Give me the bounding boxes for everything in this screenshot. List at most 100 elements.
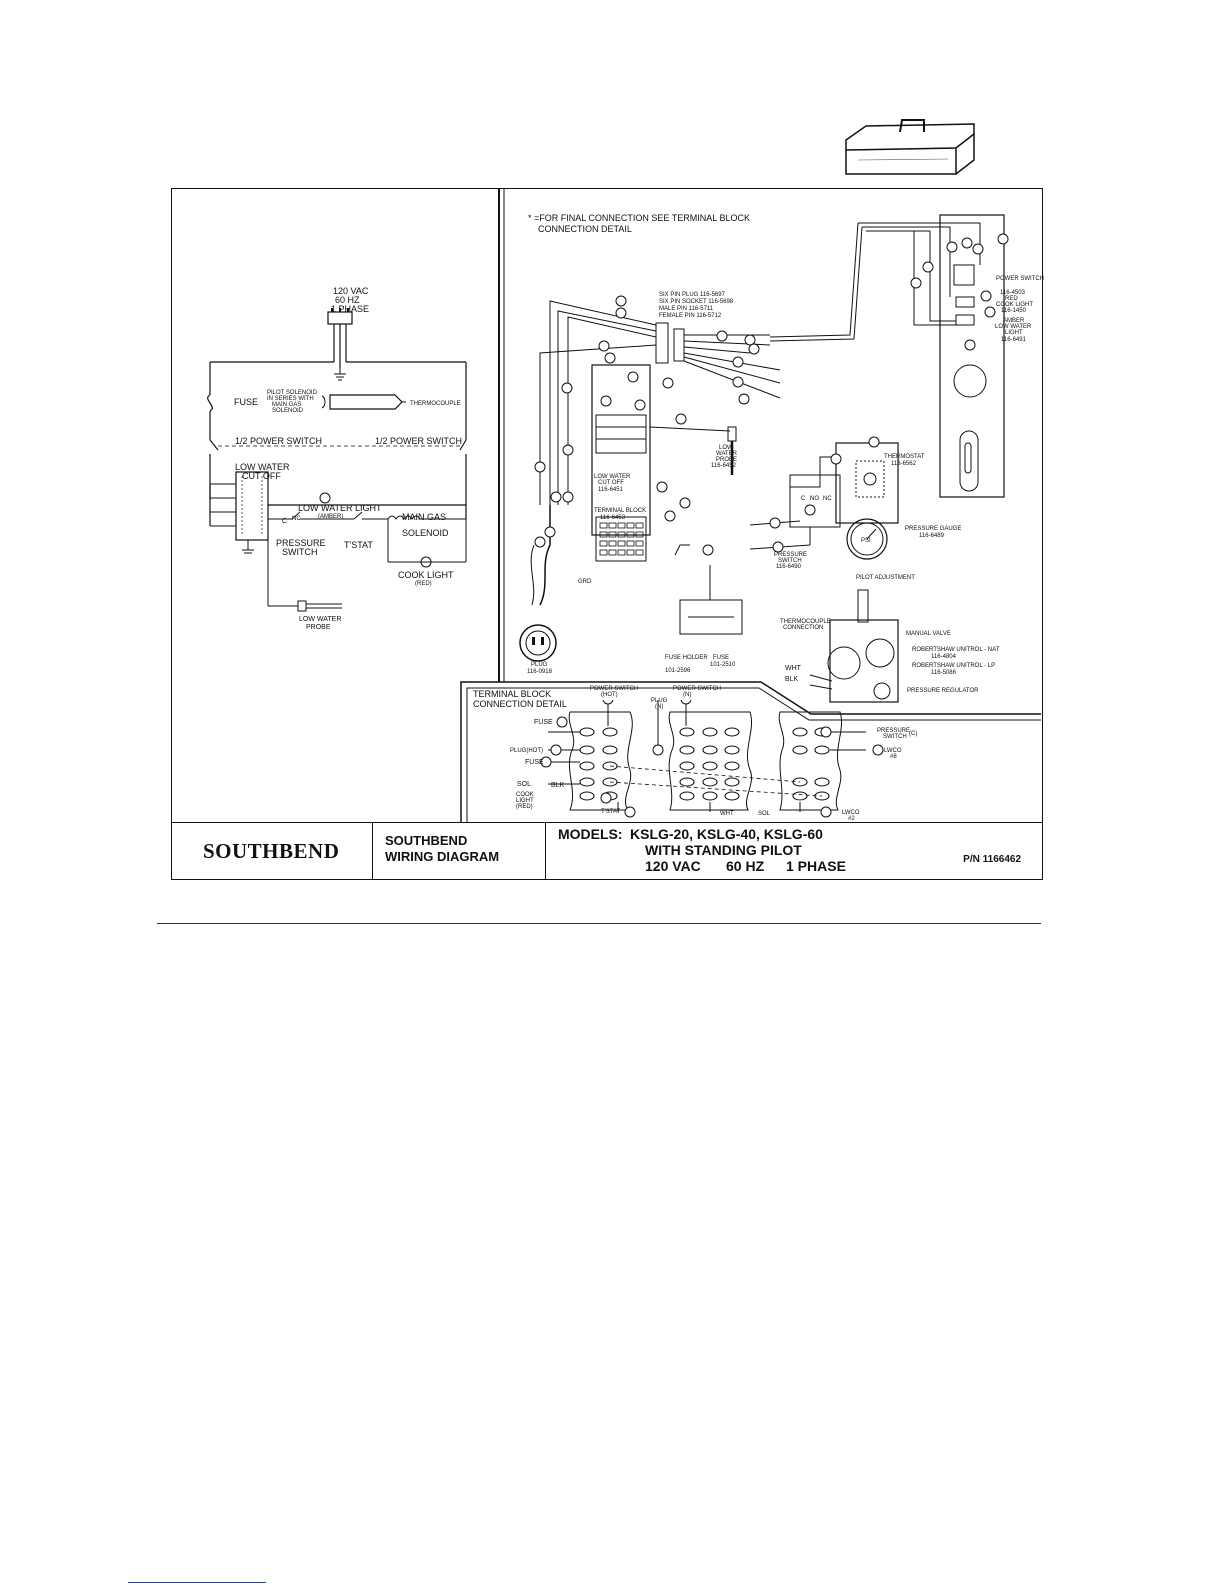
footer-link-underline[interactable] — [128, 1582, 266, 1583]
detail-title-l2: CONNECTION DETAIL — [473, 699, 567, 709]
grd-label: GRD — [578, 579, 592, 585]
unitrol-nat: ROBERTSHAW UNITROL - NAT — [912, 647, 1000, 653]
detail-pressure-switch-l1: PRESSURE — [877, 728, 911, 734]
c-label: C — [282, 518, 288, 525]
lwco-name-l1: LOW WATER — [594, 474, 631, 480]
amber-light-l1: AMBER — [1003, 318, 1025, 324]
detail-lwco2-l2: #2 — [848, 816, 855, 822]
note-line-1: * =FOR FINAL CONNECTION SEE TERMINAL BLO… — [528, 213, 750, 223]
diagram-frame — [171, 188, 1043, 880]
models-list: KSLG-20, KSLG-40, KSLG-60 — [630, 826, 823, 842]
detail-title-l1: TERMINAL BLOCK — [473, 689, 552, 699]
lwco-label-l2: CUT OFF — [242, 471, 281, 481]
detail-fuse-1: FUSE — [534, 719, 553, 726]
thermocouple-conn-l1: THERMOCOUPLE — [780, 619, 831, 625]
detail-power-switch-n-l2: (N) — [683, 692, 692, 698]
toolbox-illustration — [845, 119, 975, 175]
pressure-switch-l2: SWITCH — [282, 547, 318, 557]
blk-label: BLK — [785, 676, 799, 683]
detail-power-switch-hot-l2: (HOT) — [601, 692, 618, 698]
half-power-switch-right: 1/2 POWER SWITCH — [375, 436, 463, 446]
page-rule — [157, 923, 1041, 924]
pilot-solenoid-l3: MAIN GAS — [272, 402, 302, 408]
red-light-l2: COOK LIGHT — [996, 302, 1034, 308]
red-light-l1: RED — [1005, 296, 1018, 302]
probe-label-l2: PROBE — [306, 624, 331, 631]
voltage: 120 VAC — [645, 858, 701, 874]
thermostat-name: THERMOSTAT — [884, 454, 925, 460]
unitrol-lp-pn: 116-5086 — [931, 670, 956, 676]
wiring-pictorial — [519, 214, 1005, 703]
detail-tstat: T'STAT — [601, 809, 621, 815]
models-cell: MODELS: KSLG-20, KSLG-40, KSLG-60 WITH S… — [546, 823, 1041, 879]
final-connection-note: * =FOR FINAL CONNECTION SEE TERMINAL BLO… — [528, 213, 750, 235]
detail-lwco8-l2: #8 — [890, 754, 897, 760]
detail-cook-l1: COOK — [516, 792, 534, 798]
pilot-solenoid-l4: SOLENOID — [272, 408, 304, 414]
probe-name-l2: WATER — [716, 451, 737, 457]
manual-valve: MANUAL VALVE — [906, 631, 951, 637]
supply-frequency: 60 HZ — [335, 295, 360, 305]
detail-lwco8-l1: LWCO — [884, 748, 902, 754]
low-water-light-label: LOW WATER LIGHT — [298, 503, 382, 513]
detail-cook-l3: (RED) — [516, 804, 533, 810]
thermostat-pn: 116-6562 — [891, 461, 916, 467]
detail-sol-2: SOL — [758, 811, 771, 817]
detail-power-switch-n-l1: POWER SWITCH — [673, 686, 721, 692]
plug-pn: 116-0918 — [527, 669, 552, 675]
male-pin: MALE PIN 116-5711 — [659, 306, 714, 312]
phase: 1 PHASE — [786, 858, 846, 874]
six-pin-socket: SIX PIN SOCKET 116-5698 — [659, 299, 734, 305]
detail-fuse-2: FUSE — [525, 759, 544, 766]
terminal-detail-drawing — [540, 700, 884, 818]
power-switch-name: POWER SWITCH — [996, 276, 1044, 282]
psw-nc: NC — [823, 496, 832, 502]
pressure-gauge-pn: 116-6489 — [919, 533, 944, 539]
pressure-gauge-name: PRESSURE GAUGE — [905, 526, 962, 532]
supply-phase: 1 PHASE — [331, 304, 370, 314]
half-power-switch-left: 1/2 POWER SWITCH — [235, 436, 323, 446]
pressure-switch-pn: 116-6490 — [776, 564, 801, 570]
power-switch-pn: 116-4503 — [1000, 290, 1025, 296]
detail-pressure-switch-l2: SWITCH — [883, 734, 907, 740]
probe-name-l3: PROBE — [716, 457, 738, 463]
pilot-type: WITH STANDING PILOT — [645, 842, 802, 858]
pressure-regulator: PRESSURE REGULATOR — [907, 688, 979, 694]
probe-pn: 116-6452 — [711, 463, 736, 469]
female-pin: FEMALE PIN 116-5712 — [659, 313, 722, 319]
red-light-pn: 116-1450 — [1001, 308, 1026, 314]
frequency: 60 HZ — [726, 858, 765, 874]
psi-label: PSI — [861, 538, 871, 544]
terminal-block-name: TERMINAL BLOCK — [594, 508, 647, 514]
pilot-solenoid-l2: IN SERIES WITH — [267, 396, 314, 402]
terminal-block-pn: 116-6453 — [600, 515, 625, 521]
pressure-switch-l1: PRESSURE — [276, 538, 326, 548]
lwco-pn: 116-6451 — [598, 487, 623, 493]
fuse-label: FUSE — [234, 397, 259, 407]
amber-light-l3: LIGHT — [1005, 330, 1023, 336]
thermocouple-conn-l2: CONNECTION — [783, 625, 824, 631]
six-pin-plug: SIX PIN PLUG 116-5697 — [659, 292, 725, 298]
diagram-title-line-1: SOUTHBEND — [385, 833, 468, 848]
main-gas-l1: MAIN GAS — [402, 512, 447, 522]
detail-blk: BLK — [551, 782, 565, 789]
amber-light-l2: LOW WATER — [995, 324, 1032, 330]
lwco-label-l1: LOW WATER — [235, 462, 290, 472]
detail-sol: SOL — [517, 781, 532, 788]
unitrol-nat-pn: 116-4804 — [931, 654, 956, 660]
fuse-pn: 101-2510 — [710, 662, 736, 668]
pilot-solenoid-l1: PILOT SOLENOID — [267, 390, 317, 396]
unitrol-lp: ROBERTSHAW UNITROL - LP — [912, 663, 996, 669]
lwco-name-l2: CUT OFF — [598, 480, 624, 486]
probe-label-l1: LOW WATER — [299, 616, 342, 623]
fuse-holder-pn: 101-2596 — [665, 668, 691, 674]
cook-light-label: COOK LIGHT — [398, 570, 454, 580]
pilot-adjustment: PILOT ADJUSTMENT — [856, 575, 915, 581]
thermocouple-label: THERMOCOUPLE — [410, 401, 461, 407]
detail-wht: WHT — [720, 811, 734, 817]
probe-name-l1: LOW — [719, 445, 733, 451]
amber-label: (AMBER) — [318, 514, 344, 520]
diagram-title-line-2: WIRING DIAGRAM — [385, 849, 500, 864]
wht-label: WHT — [785, 665, 801, 672]
tstat-label: T'STAT — [344, 540, 373, 550]
